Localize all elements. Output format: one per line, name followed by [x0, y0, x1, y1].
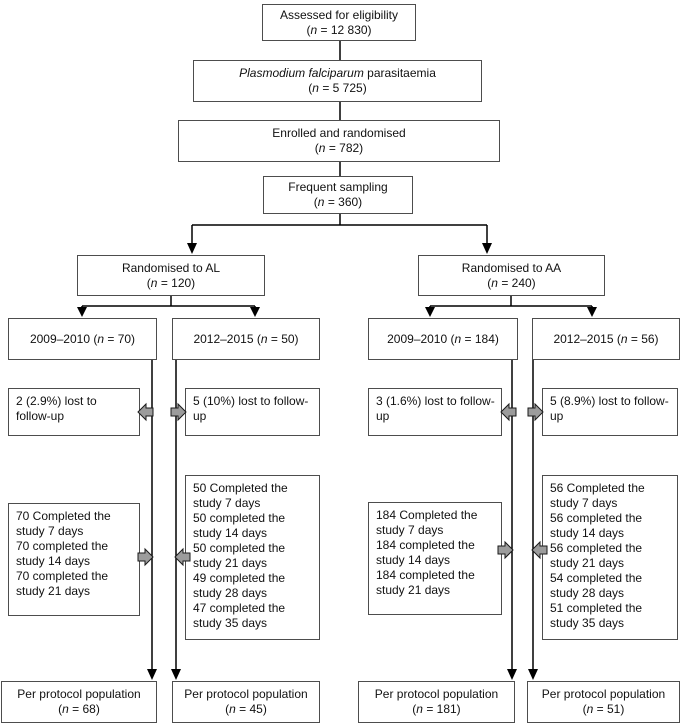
box-cohort-aa-2009-2010: 2009–2010 (n = 184) — [368, 318, 518, 360]
box-title: Per protocol population — [541, 687, 666, 701]
box-title: Frequent sampling — [288, 180, 388, 194]
n-count: (n = 45) — [225, 702, 267, 716]
box-cohort-aa-2012-2015: 2012–2015 (n = 56) — [532, 318, 680, 360]
box-title: Per protocol population — [374, 687, 499, 701]
down-arrowhead-icon — [482, 243, 492, 254]
box-per-protocol-2: Per protocol population (n = 45) — [172, 681, 320, 723]
n-count: (n = 120) — [146, 275, 196, 290]
box-assessed-eligibility: Assessed for eligibility (n = 12 830) — [262, 4, 416, 41]
side-arrow-right-icon — [170, 402, 187, 422]
box-title: Randomised to AL — [121, 260, 221, 275]
box-title: Plasmodium falciparum parasitaemia — [239, 66, 436, 80]
n-count: (n = 51) — [582, 702, 625, 716]
box-per-protocol-3: Per protocol population (n = 181) — [358, 681, 515, 723]
cohort-label: 2009–2010 (n = 70) — [29, 331, 136, 346]
box-frequent-sampling: Frequent sampling (n = 360) — [263, 176, 413, 214]
side-arrow-right-icon — [137, 547, 154, 567]
cohort-label: 2009–2010 (n = 184) — [387, 331, 499, 346]
lost-text: 2 (2.9%) lost to follow-up — [16, 394, 97, 423]
box-title: Assessed for eligibility — [279, 7, 399, 22]
n-count: (n = 181) — [412, 702, 461, 716]
down-arrowhead-icon — [171, 669, 181, 680]
branch-al-cohorts — [81, 296, 256, 309]
box-title: Per protocol population — [184, 687, 308, 701]
completed-text: 50 Completed the study 7 days 50 complet… — [193, 481, 288, 630]
box-cohort-al-2009-2010: 2009–2010 (n = 70) — [8, 318, 157, 360]
completed-text: 70 Completed the study 7 days 70 complet… — [16, 509, 111, 598]
down-arrowhead-icon — [507, 669, 517, 680]
box-lost-followup-1: 2 (2.9%) lost to follow-up — [8, 388, 140, 436]
n-count: (n = 68) — [58, 702, 100, 716]
box-per-protocol-1: Per protocol population (n = 68) — [1, 681, 157, 723]
box-completed-3: 184 Completed the study 7 days 184 compl… — [368, 502, 502, 615]
box-cohort-al-2012-2015: 2012–2015 (n = 50) — [172, 318, 320, 360]
n-count: (n = 12 830) — [306, 22, 372, 37]
cohort-label: 2012–2015 (n = 50) — [193, 331, 299, 346]
box-randomised-al: Randomised to AL (n = 120) — [77, 255, 265, 296]
box-per-protocol-4: Per protocol population (n = 51) — [527, 681, 680, 723]
n-count: (n = 782) — [314, 141, 364, 155]
n-count: (n = 240) — [487, 275, 536, 290]
box-title: Per protocol population — [17, 687, 141, 701]
side-arrow-left-icon — [137, 402, 154, 422]
down-arrowhead-icon — [587, 307, 597, 317]
lost-text: 3 (1.6%) lost to follow-up — [376, 394, 495, 423]
box-title: Enrolled and randomised — [272, 126, 406, 140]
box-completed-4: 56 Completed the study 7 days 56 complet… — [542, 475, 678, 640]
down-arrowhead-icon — [147, 669, 157, 680]
cohort-label: 2012–2015 (n = 56) — [553, 331, 659, 346]
box-randomised-aa: Randomised to AA (n = 240) — [418, 255, 605, 296]
box-parasitaemia: Plasmodium falciparum parasitaemia (n = … — [193, 60, 482, 102]
box-enrolled-randomised: Enrolled and randomised (n = 782) — [178, 120, 500, 162]
down-arrowhead-icon — [528, 669, 538, 680]
side-arrow-right-icon — [527, 402, 544, 422]
box-completed-2: 50 Completed the study 7 days 50 complet… — [185, 475, 320, 640]
box-completed-1: 70 Completed the study 7 days 70 complet… — [8, 503, 140, 616]
n-count: (n = 360) — [313, 195, 363, 209]
completed-text: 56 Completed the study 7 days 56 complet… — [550, 481, 645, 630]
down-arrowhead-icon — [77, 307, 87, 317]
down-arrowhead-icon — [250, 307, 260, 317]
box-title: Randomised to AA — [461, 260, 562, 275]
side-arrow-left-icon — [500, 402, 517, 422]
n-count: (n = 5 725) — [308, 81, 367, 95]
lost-text: 5 (8.9%) lost to follow-up — [550, 394, 669, 423]
box-lost-followup-2: 5 (10%) lost to follow-up — [185, 388, 320, 436]
branch-aa-cohorts — [429, 296, 593, 309]
branch-to-arms — [191, 214, 488, 244]
down-arrowhead-icon — [187, 243, 197, 254]
box-lost-followup-3: 3 (1.6%) lost to follow-up — [368, 388, 502, 436]
lost-text: 5 (10%) lost to follow-up — [193, 394, 309, 423]
completed-text: 184 Completed the study 7 days 184 compl… — [376, 508, 478, 597]
down-arrowhead-icon — [425, 307, 435, 317]
box-lost-followup-4: 5 (8.9%) lost to follow-up — [542, 388, 678, 436]
